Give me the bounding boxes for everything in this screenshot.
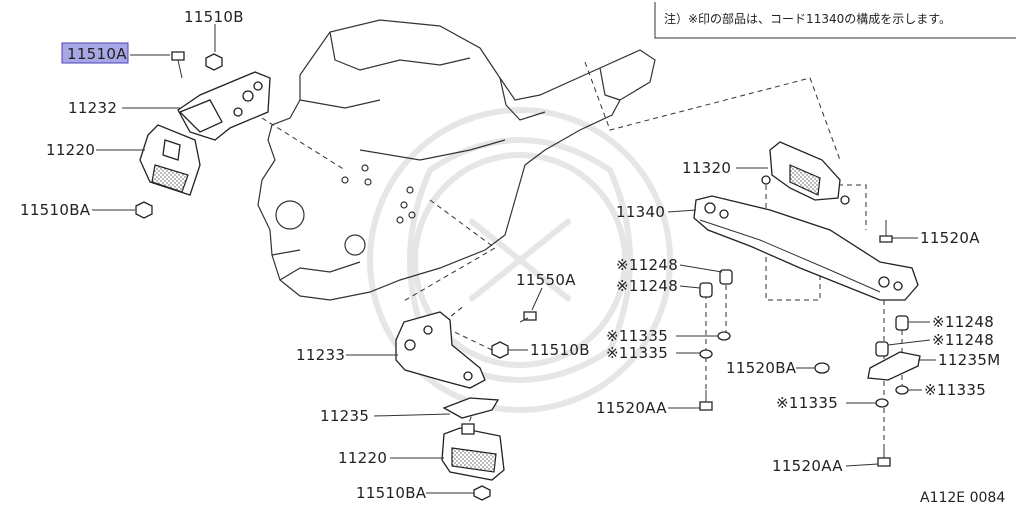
insulator-11220-bottom [441,423,505,481]
nut-11520BA [814,362,830,374]
label-11520A: 11520A [920,229,980,247]
label-11510BA-top: 11510BA [20,201,91,219]
plate-11235 [442,397,500,419]
nut-11510BA-top [135,201,153,219]
label-11510A: 11510A [67,45,127,63]
mount-11320 [761,141,850,205]
nut-11510B-top [205,53,223,71]
label-11248-b: ※11248 [616,277,678,295]
label-11335-c: ※11335 [924,381,986,399]
watermark-crest [367,107,673,413]
plate-11235M [867,351,921,381]
engine-transmission-outline [257,19,656,301]
bolt-11550A [519,311,537,323]
leader-lines [92,24,936,494]
bolt-11510A [171,51,185,79]
nut-11510B-bottom [491,341,509,359]
label-11335-a: ※11335 [606,327,668,345]
label-11510BA-bottom: 11510BA [356,484,427,502]
label-11550A: 11550A [516,271,576,289]
highlight-11510A [61,42,129,64]
label-11235M: 11235M [938,351,1000,369]
diagram-code: A112E 0084 [920,490,1005,506]
label-11510B-bottom: 11510B [530,341,590,359]
nut-11510BA-bottom [473,485,491,501]
label-11510B-top: 11510B [184,8,244,26]
label-11320: 11320 [682,159,731,177]
label-11248-c: ※11248 [932,313,994,331]
label-11248-a: ※11248 [616,256,678,274]
label-11248-d: ※11248 [932,331,994,349]
bracket-11232 [177,71,271,141]
crossmember-11340 [693,195,919,301]
label-11220-bottom: 11220 [338,449,387,467]
washers-11335 [699,331,909,408]
label-11520AA-left: 11520AA [596,399,667,417]
label-11232: 11232 [68,99,117,117]
label-11335-b: ※11335 [606,344,668,362]
label-11340: 11340 [616,203,665,221]
label-11233: 11233 [296,346,345,364]
note-box: 注）※印の部品は、コード11340の構成を示します。 [654,2,1016,39]
insulator-11220-top [139,124,201,196]
bracket-11233 [395,311,486,389]
bolt-11520A [879,220,893,243]
note-text: 注）※印の部品は、コード11340の構成を示します。 [664,11,951,26]
label-11520BA: 11520BA [726,359,797,377]
label-11220-top: 11220 [46,141,95,159]
label-11520AA-right: 11520AA [772,457,843,475]
bushings-11248 [699,269,909,357]
label-11235: 11235 [320,407,369,425]
bolt-11520AA-right [877,446,891,467]
label-11335-d: ※11335 [776,394,838,412]
bolt-11520AA-left [699,390,713,411]
